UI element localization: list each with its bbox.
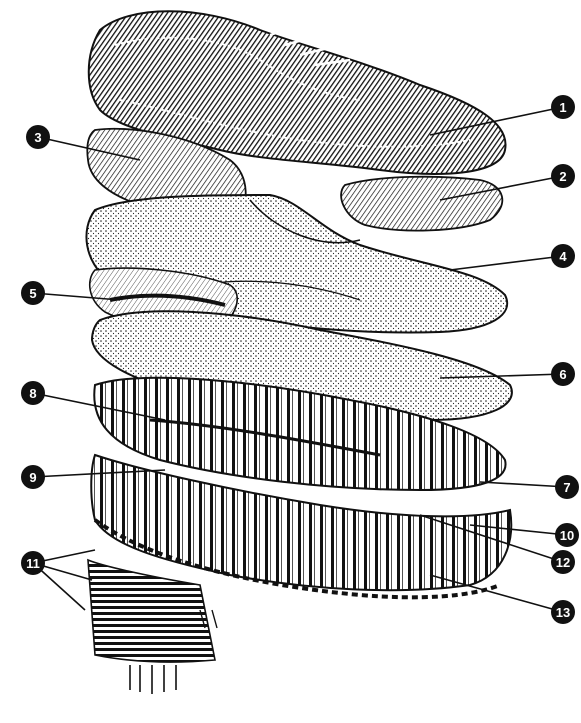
callout-7: 7 <box>555 475 579 499</box>
callout-10: 10 <box>555 523 579 547</box>
callout-5: 5 <box>21 281 45 305</box>
callout-4: 4 <box>551 244 575 268</box>
callout-1: 1 <box>551 95 575 119</box>
callout-3: 3 <box>26 125 50 149</box>
callout-9: 9 <box>21 465 45 489</box>
callout-13: 13 <box>551 600 575 624</box>
layer-strips <box>88 560 217 694</box>
callout-6: 6 <box>551 362 575 386</box>
callout-8: 8 <box>21 381 45 405</box>
callout-12: 12 <box>551 550 575 574</box>
callout-11: 11 <box>21 551 45 575</box>
toe-cap <box>341 177 502 231</box>
callout-2: 2 <box>551 164 575 188</box>
